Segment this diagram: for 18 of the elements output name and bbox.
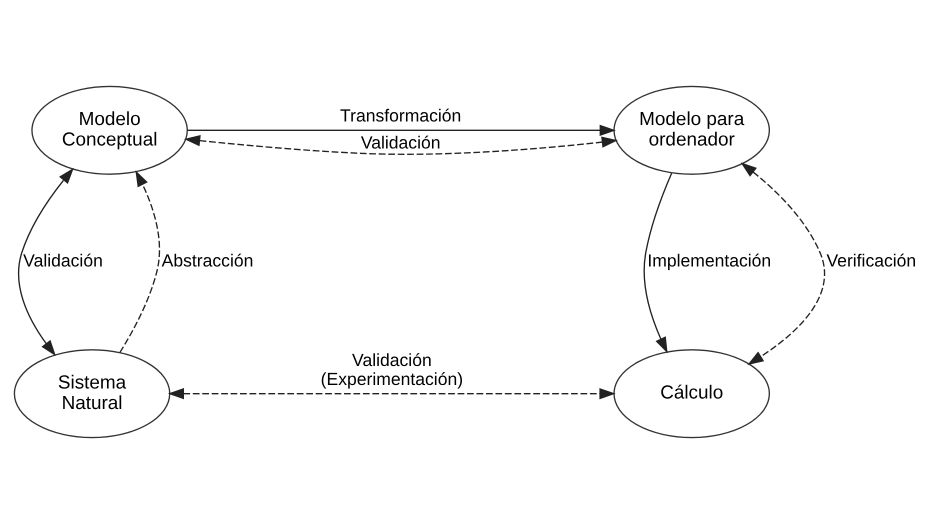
arrow	[17, 168, 74, 356]
edge-label: Verificación	[826, 250, 916, 271]
arrow	[740, 162, 825, 365]
edge-label: Validación	[360, 132, 440, 152]
node-ellipse: Modelo para ordenador	[612, 86, 770, 175]
edge-label: Transformación	[340, 105, 461, 126]
arrow	[118, 170, 160, 353]
arrow	[167, 388, 616, 400]
edge-label: Validación	[22, 250, 102, 271]
node-ellipse: Modelo Conceptual	[30, 86, 188, 175]
edge-label: Abstracción	[161, 250, 253, 271]
node-ellipse: Sistema Natural	[13, 349, 170, 438]
edge-label: Implementación	[646, 250, 771, 271]
arrow	[643, 172, 672, 354]
arrow	[184, 135, 618, 155]
node-ellipse: Cálculo	[612, 349, 770, 438]
arrow	[187, 124, 616, 136]
edge-label: Validación (Experimentación)	[320, 350, 463, 389]
